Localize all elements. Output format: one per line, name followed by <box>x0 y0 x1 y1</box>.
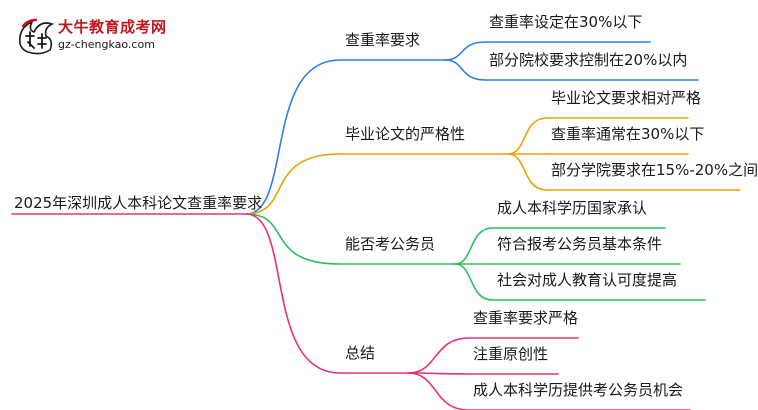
leaf-connector <box>444 59 486 81</box>
leaf-usually-below-30: 查重率通常在30%以下 <box>551 125 705 143</box>
leaf-connector <box>407 372 470 410</box>
branch-connector <box>245 153 341 215</box>
leaf-degree-recognized: 成人本科学历国家承认 <box>497 199 648 217</box>
leaf-originality: 注重原创性 <box>473 345 549 363</box>
logo-title: 大牛教育成考网 <box>58 18 167 36</box>
branch-connector <box>245 213 341 265</box>
leaf-meets-conditions: 符合报考公务员基本条件 <box>497 235 663 253</box>
branch-thesis-strictness: 毕业论文的严格性 <box>345 125 466 143</box>
leaf-connector <box>454 263 494 301</box>
leaf-connector <box>454 227 494 265</box>
leaf-connector <box>507 153 548 191</box>
root-node: 2025年深圳成人本科论文查重率要求 <box>14 194 263 212</box>
branch-summary: 总结 <box>345 344 376 362</box>
branch-connector <box>245 59 341 215</box>
leaf-recognition-rising: 社会对成人教育认可度提高 <box>497 271 678 289</box>
leaf-15-20-range: 部分学院要求在15%-20%之间 <box>551 161 758 179</box>
ox-logo-icon <box>18 18 55 55</box>
leaf-some-schools-20: 部分院校要求控制在20%以内 <box>489 51 688 69</box>
leaf-connector <box>407 337 470 374</box>
site-logo[interactable]: 大牛教育成考网 gz-chengkao.com <box>14 14 224 60</box>
branch-similarity-requirement: 查重率要求 <box>345 31 421 49</box>
leaf-connector <box>507 117 548 155</box>
leaf-connector <box>444 41 486 61</box>
leaf-thesis-strict: 毕业论文要求相对严格 <box>551 89 702 107</box>
branch-civil-service: 能否考公务员 <box>345 235 436 253</box>
logo-url: gz-chengkao.com <box>58 38 155 51</box>
leaf-similarity-below-30: 查重率设定在30%以下 <box>489 13 643 31</box>
leaf-strict-requirement: 查重率要求严格 <box>473 309 579 327</box>
branch-connector <box>245 213 341 374</box>
leaf-connector <box>407 372 470 375</box>
leaf-civil-service-opportunity: 成人本科学历提供考公务员机会 <box>473 381 684 399</box>
